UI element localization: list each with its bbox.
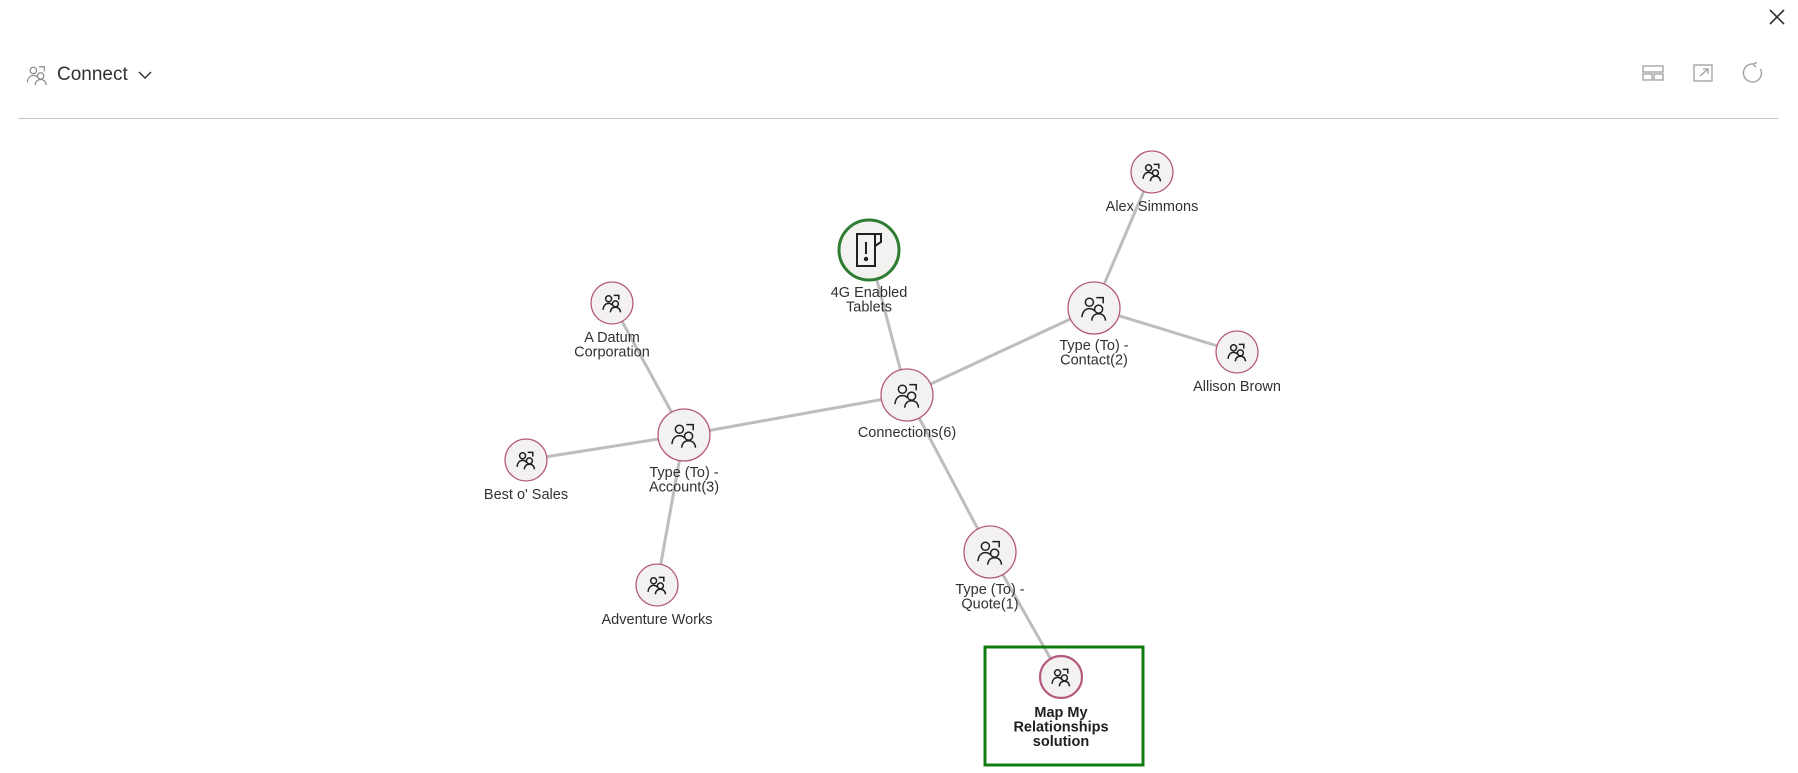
node-contact-group[interactable]: Type (To) -Contact(2) [1059,281,1129,369]
node-label: A Datum [584,330,640,346]
connection-icon [647,576,667,595]
node-label: Relationships [1013,720,1108,736]
chevron-down-icon [138,71,152,79]
node-label: Corporation [574,345,650,361]
close-icon[interactable] [1764,4,1790,30]
node-label: Account(3) [649,480,719,496]
graph-toolbar [1640,60,1766,86]
edge-account-group-to-bestsales [525,433,685,462]
connection-icon [1142,163,1162,182]
node-label: Quote(1) [961,597,1018,613]
selection-highlight [983,645,1145,767]
connection-icon [1081,296,1107,321]
node-label: Tablets [846,300,892,316]
node-label: Best o' Sales [484,487,568,503]
node-connections[interactable]: Connections(6) [858,368,956,441]
node-label: Contact(2) [1060,353,1128,369]
node-label: Type (To) - [1059,338,1128,354]
toolbar-divider [18,118,1778,119]
refresh-icon[interactable] [1740,60,1766,86]
node-label: Alex Simmons [1106,199,1199,215]
node-label: Adventure Works [602,612,713,628]
connection-icon [1051,668,1071,687]
node-allison[interactable]: Allison Brown [1193,330,1281,395]
edge-connections-to-quote-group [905,394,992,553]
connection-icon [894,383,920,408]
node-label: Type (To) - [649,465,718,481]
connection-icon [26,66,47,86]
node-alex[interactable]: Alex Simmons [1106,150,1199,215]
node-label: 4G Enabled [831,285,908,301]
view-selector-label: Connect [57,64,128,85]
connection-icon [516,451,536,470]
node-bestsales[interactable]: Best o' Sales [484,438,568,503]
node-quote-group[interactable]: Type (To) -Quote(1) [955,525,1025,613]
expand-icon[interactable] [1690,60,1716,86]
node-circle [837,218,901,282]
node-label: solution [1033,734,1089,750]
node-label: Map My [1034,705,1087,721]
layout-icon[interactable] [1640,60,1666,86]
connection-icon [671,423,697,448]
node-label: Allison Brown [1193,379,1281,395]
connection-icon [977,540,1003,565]
edge-connections-to-contact-group [906,306,1095,397]
node-account-group[interactable]: Type (To) -Account(3) [649,408,719,496]
connection-icon [602,294,622,313]
document-alert-icon [856,233,882,267]
node-label: Connections(6) [858,425,956,441]
edge-connections-to-account-group [683,393,908,437]
node-label: Type (To) - [955,582,1024,598]
connection-icon [1227,343,1247,362]
node-adventure[interactable]: Adventure Works [602,563,713,628]
view-selector[interactable]: Connect [26,60,153,90]
